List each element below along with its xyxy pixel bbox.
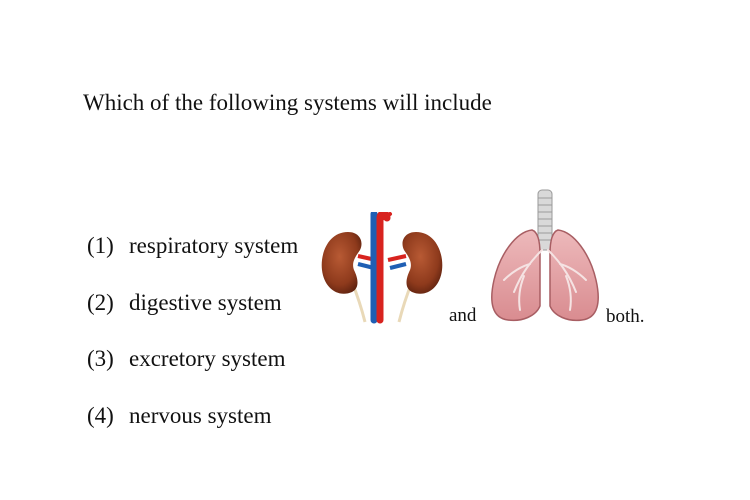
option-4[interactable]: (4) nervous system	[87, 399, 298, 456]
option-2-label: digestive system	[129, 289, 282, 315]
option-1-number: (1)	[87, 233, 114, 258]
connector-and: and	[449, 305, 477, 326]
option-3-number: (3)	[87, 346, 114, 371]
option-1[interactable]: (1) respiratory system	[87, 229, 298, 286]
option-3[interactable]: (3) excretory system	[87, 342, 298, 399]
option-2[interactable]: (2) digestive system	[87, 286, 298, 343]
option-3-label: excretory system	[129, 346, 286, 371]
option-1-label: respiratory system	[129, 233, 299, 258]
answer-options: (1) respiratory system (2) digestive syste…	[87, 229, 298, 455]
suffix-both: both.	[606, 306, 645, 327]
option-2-number: (2)	[87, 289, 114, 315]
kidneys-icon	[321, 212, 443, 324]
option-4-number: (4)	[87, 402, 114, 428]
option-4-label: nervous system	[129, 402, 272, 428]
question-text: Which of the following systems will incl…	[83, 90, 492, 115]
lungs-icon	[491, 189, 599, 322]
